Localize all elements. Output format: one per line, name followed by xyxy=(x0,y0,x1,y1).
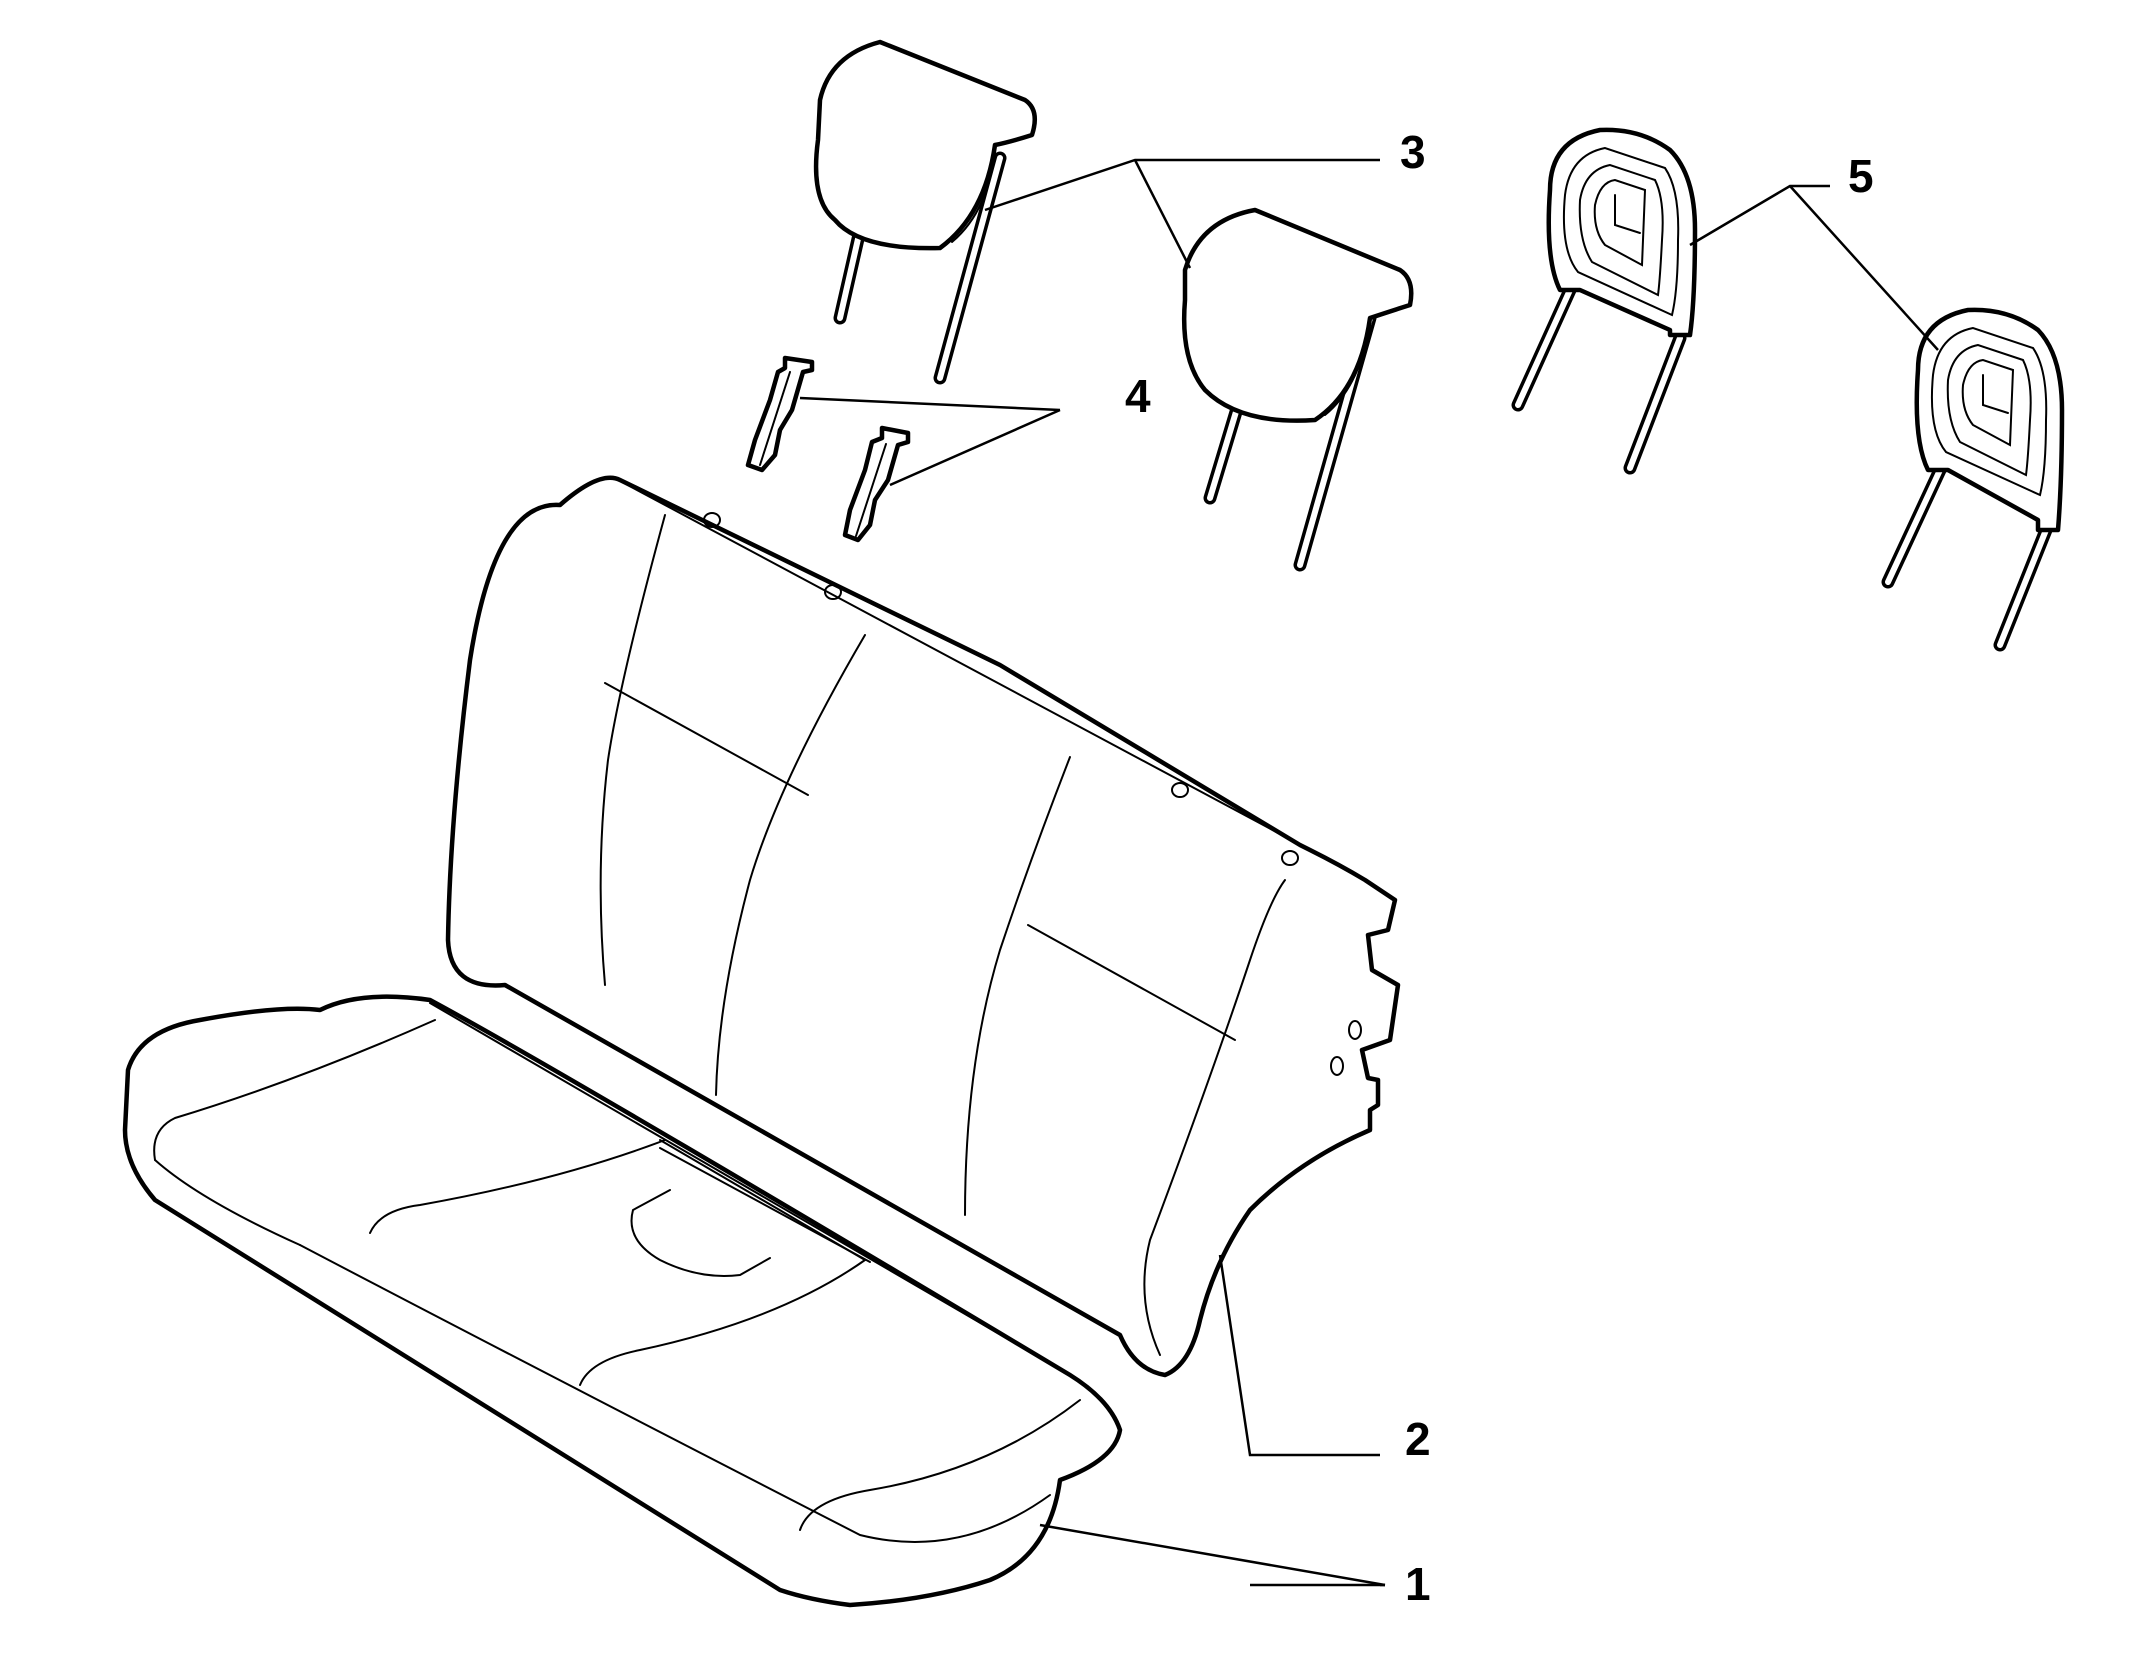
leader-4 xyxy=(889,408,1061,487)
headrest-hole xyxy=(1171,782,1189,798)
leader-3 xyxy=(984,158,1380,212)
leader-1 xyxy=(1039,1523,1386,1587)
seat-cushion[interactable] xyxy=(122,994,1123,1608)
leader-5 xyxy=(1689,184,1830,247)
headrest-guide-right[interactable] xyxy=(842,425,911,543)
leader-3 xyxy=(1133,159,1192,269)
callout-labels: 1 2 3 4 5 xyxy=(1125,126,1874,1610)
callout-1: 1 xyxy=(1405,1558,1431,1610)
headrest-left[interactable] xyxy=(813,39,1038,385)
callout-2: 2 xyxy=(1405,1413,1431,1465)
headrest-right[interactable] xyxy=(1181,207,1414,572)
headrest-hole xyxy=(703,512,721,528)
headrest-frame-left[interactable] xyxy=(1511,127,1698,475)
mount-hole xyxy=(1330,1056,1344,1076)
leader-lines xyxy=(799,158,1939,1587)
leader-4 xyxy=(799,396,1061,412)
seat-backrest[interactable] xyxy=(445,475,1401,1378)
mount-hole xyxy=(1348,1020,1362,1040)
callout-3: 3 xyxy=(1400,126,1426,178)
headrest-hole xyxy=(1281,850,1299,866)
callout-4: 4 xyxy=(1125,370,1151,422)
headrest-guide-left[interactable] xyxy=(745,355,815,473)
leader-5 xyxy=(1789,185,1939,351)
headrest-frame-right[interactable] xyxy=(1881,307,2065,652)
headrest-hole xyxy=(824,584,842,600)
callout-5: 5 xyxy=(1848,150,1874,202)
leader-2 xyxy=(1218,1254,1380,1457)
